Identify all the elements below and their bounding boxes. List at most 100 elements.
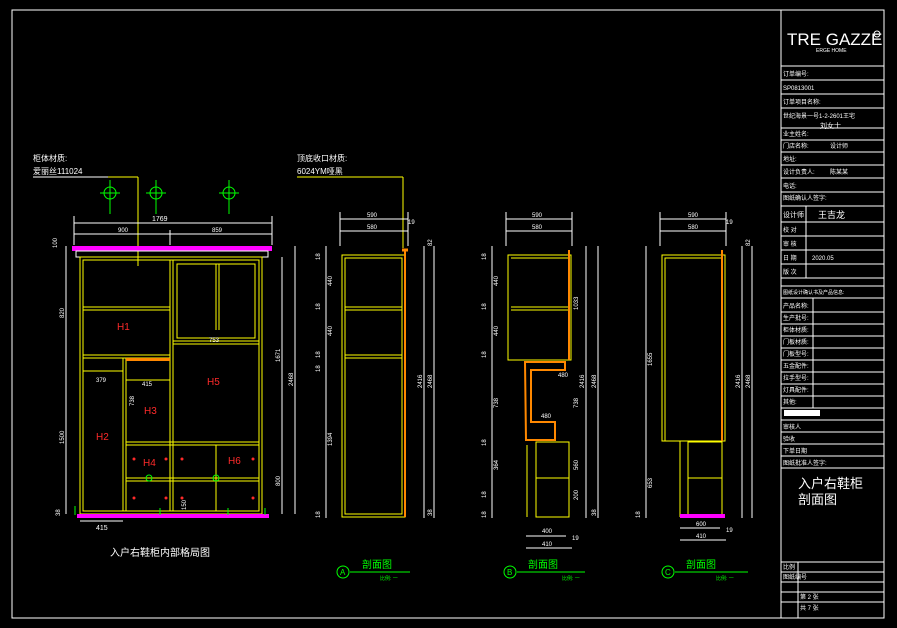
tb-row-3: 世纪海景一号1-2-2601王宅 xyxy=(783,112,855,120)
main-elevation: 1769 900 859 xyxy=(53,216,296,559)
b-right-1: 738 xyxy=(574,397,580,408)
a-top-1: 580 xyxy=(367,225,378,231)
tb-date: 2020.05 xyxy=(812,256,834,262)
zone-h4: H4 xyxy=(143,458,156,469)
zone-h6: H6 xyxy=(228,456,241,467)
b-left-9: 18 xyxy=(482,511,488,518)
b-top-1: 580 xyxy=(532,225,543,231)
section-a-tag: A xyxy=(340,568,346,577)
tb-row-1: SP0813001 xyxy=(783,86,815,92)
a-right-1: 2468 xyxy=(428,374,434,388)
section-c-scale: 比例: 一 xyxy=(716,575,734,582)
b-right-2: 2416 xyxy=(580,374,586,388)
b-bottom-2: 19 xyxy=(572,536,579,542)
c-top-2: 19 xyxy=(726,220,733,226)
tb-row-4: 业主姓名: xyxy=(783,130,809,138)
zone-h1: H1 xyxy=(117,322,130,333)
c-left-1: 653 xyxy=(648,477,654,488)
tb-row-6: 门店名称: xyxy=(783,142,809,150)
tb-list-6: 拉手型号: xyxy=(783,374,809,382)
zone-h5: H5 xyxy=(207,377,220,388)
tb-field-1: 审 核 xyxy=(783,240,797,248)
dim-left-0: 100 xyxy=(53,237,59,248)
c-left-0: 1655 xyxy=(648,352,654,366)
section-b-tag: B xyxy=(507,568,512,577)
tb-row-9: 设计负责人: xyxy=(783,168,815,176)
title-block: TRE GAZZE ERGE HOME xyxy=(780,10,884,618)
cabinet-material-label: 柜体材质: xyxy=(33,153,67,163)
tb-designer: 王吉龙 xyxy=(818,209,845,220)
a-left-3: 440 xyxy=(328,325,334,336)
dim-inner-4: 150 xyxy=(182,499,188,510)
dim-top-right: 859 xyxy=(212,228,223,234)
b-left-2: 18 xyxy=(482,303,488,310)
b-bottom-1: 410 xyxy=(542,542,553,548)
tb-row-10: 陈某某 xyxy=(830,168,848,176)
b-right-4: 560 xyxy=(574,459,580,470)
dim-inner-2: 738 xyxy=(130,395,136,406)
zone-h2: H2 xyxy=(96,432,109,443)
top-material-label: 顶底收口材质: xyxy=(297,153,347,163)
tb-designer-label: 设计师 xyxy=(783,210,804,219)
top-material: 6024YM哑黑 xyxy=(297,167,343,176)
section-c: 590 580 19 1655 653 18 2416 2468 82 600 … xyxy=(636,212,753,582)
b-bottom-0: 400 xyxy=(542,529,553,535)
section-c-title: 剖面图 xyxy=(686,558,716,571)
a-left-6: 1394 xyxy=(328,432,334,446)
section-a-marker xyxy=(336,565,350,579)
section-b-title: 剖面图 xyxy=(528,558,558,571)
drawing-border xyxy=(11,9,885,619)
section-c-tag: C xyxy=(665,568,671,577)
tb-note: 图纸设计确认书及产品信息: xyxy=(783,289,844,296)
a-left-1: 440 xyxy=(328,275,334,286)
section-c-marker xyxy=(661,565,675,579)
tb-signer: 审核人 xyxy=(783,423,801,431)
dim-inner-3: 753 xyxy=(209,338,220,344)
cabinet-body xyxy=(79,256,263,515)
a-left-7: 18 xyxy=(316,511,322,518)
tb-field-2: 日 期 xyxy=(783,254,797,262)
b-left-5: 738 xyxy=(494,397,500,408)
c-right-2: 82 xyxy=(746,239,752,246)
section-a-scale: 比例: 一 xyxy=(380,575,398,582)
a-top-2: 19 xyxy=(408,220,415,226)
drawing-title-1: 入户右鞋柜 xyxy=(798,476,863,491)
c-bottom-2: 19 xyxy=(726,528,733,534)
section-b-scale: 比例: 一 xyxy=(562,575,580,582)
tb-order-date: 下单日期 xyxy=(783,447,807,455)
tb-row-12: 图纸确认人签字: xyxy=(783,194,827,202)
brand-sub: ERGE HOME xyxy=(816,48,847,54)
tb-list-0: 产品名称: xyxy=(783,302,809,310)
dim-bottom: 415 xyxy=(96,525,108,532)
zone-h3: H3 xyxy=(144,406,157,417)
a-right-0: 2416 xyxy=(418,374,424,388)
section-a: 590 580 19 18 440 18 440 18 18 1394 18 2… xyxy=(316,212,435,582)
tb-row-2: 订单项目名称: xyxy=(783,98,821,106)
tb-list-3: 门板材质: xyxy=(783,338,809,346)
top-cap xyxy=(72,246,272,251)
tb-row-11: 电话: xyxy=(783,182,797,190)
tb-list-2: 柜体材质: xyxy=(783,326,809,334)
c-bottom-1: 410 xyxy=(696,534,707,540)
dim-inner-0: 379 xyxy=(96,378,107,384)
dim-left-2: 1500 xyxy=(60,430,66,444)
section-b: 590 580 480 480 18 440 18 440 18 738 18 … xyxy=(482,212,599,582)
dim-right-1: 2468 xyxy=(289,372,295,386)
tb-check: 验收 xyxy=(783,435,795,443)
drawing-title-2: 剖面图 xyxy=(798,492,837,507)
top-frame xyxy=(75,250,269,258)
dim-overall-width: 1769 xyxy=(152,216,168,223)
a-right-2: 82 xyxy=(428,239,434,246)
tb-approval: 图纸批准人签字: xyxy=(783,459,827,467)
b-left-4: 18 xyxy=(482,351,488,358)
shelf-orange xyxy=(126,358,170,361)
b-left-6: 18 xyxy=(482,439,488,446)
tb-field-0: 校 对 xyxy=(783,226,797,234)
b-left-7: 364 xyxy=(494,459,500,470)
tb-blank-bar xyxy=(784,410,820,416)
tb-bottom-1: 图纸编号 xyxy=(783,573,807,581)
tb-bottom-0: 比例 xyxy=(783,563,795,571)
c-right-1: 2468 xyxy=(746,374,752,388)
b-right-3: 2468 xyxy=(592,374,598,388)
